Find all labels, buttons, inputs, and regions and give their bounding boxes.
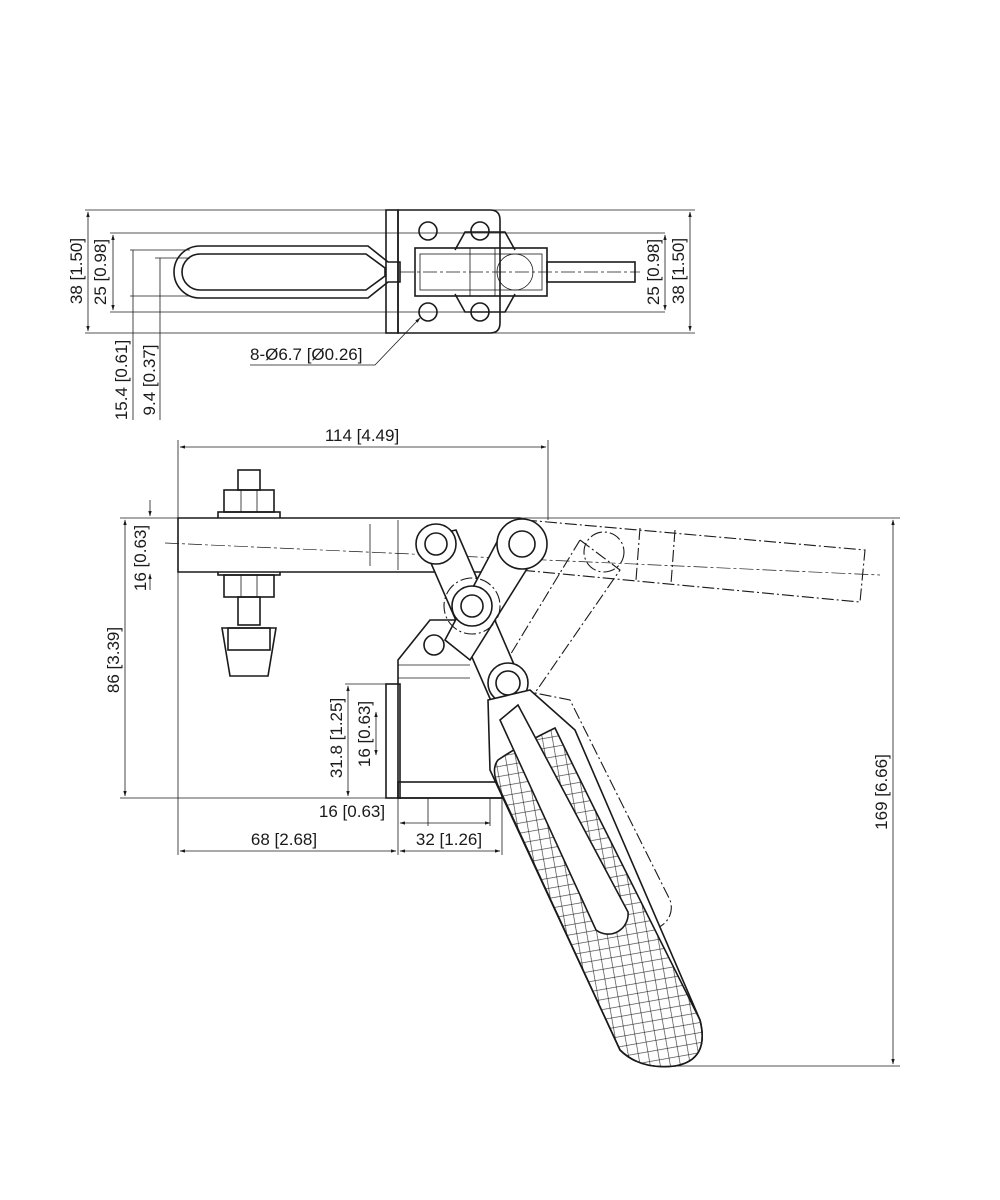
dim-bolt-holes: 8-Ø6.7 [Ø0.26] bbox=[250, 345, 362, 364]
dim-25-right: 25 [0.98] bbox=[644, 239, 663, 305]
top-handle-outer bbox=[173, 245, 401, 299]
phantom-bar bbox=[519, 519, 866, 603]
bolt-hole-icon bbox=[418, 302, 438, 322]
dim-16-flange: 16 [0.63] bbox=[355, 701, 374, 767]
dim-38-right: 38 [1.50] bbox=[669, 238, 688, 304]
dim-16-bar: 16 [0.63] bbox=[131, 525, 150, 591]
dim-169: 169 [6.66] bbox=[872, 754, 891, 830]
pivot-icon bbox=[415, 523, 457, 565]
pivot-icon bbox=[451, 585, 493, 627]
dim-32: 32 [1.26] bbox=[416, 830, 482, 849]
spindle-tip-hex bbox=[227, 627, 271, 651]
spindle-thread-bottom bbox=[237, 596, 261, 626]
spindle-thread-top bbox=[237, 469, 261, 491]
base-flange bbox=[385, 683, 401, 799]
dim-38-left: 38 [1.50] bbox=[67, 238, 86, 304]
side-view bbox=[120, 440, 900, 1068]
dim-25-left: 25 [0.98] bbox=[91, 239, 110, 305]
base-hole-icon bbox=[423, 634, 445, 656]
bolt-hole-icon bbox=[418, 221, 438, 241]
hole-callout-leader bbox=[250, 317, 421, 366]
spindle-nut-bottom bbox=[223, 574, 275, 598]
top-handle-inner bbox=[181, 253, 386, 291]
dim-31-8: 31.8 [1.25] bbox=[327, 698, 346, 778]
dim-15-4: 15.4 [0.61] bbox=[112, 340, 131, 420]
spindle-rubber-tip bbox=[221, 627, 277, 677]
dim-68: 68 [2.68] bbox=[251, 830, 317, 849]
top-base-plate bbox=[397, 209, 501, 334]
dim-114: 114 [4.49] bbox=[325, 426, 399, 445]
top-view bbox=[85, 209, 695, 420]
top-link-bracket-top bbox=[454, 231, 516, 251]
dim-86: 86 [3.39] bbox=[104, 627, 123, 693]
bolt-hole-icon bbox=[470, 221, 490, 241]
pivot-icon bbox=[496, 518, 548, 570]
spindle-nut-top bbox=[223, 489, 275, 513]
dim-16-base: 16 [0.63] bbox=[319, 802, 385, 821]
dim-9-4: 9.4 [0.37] bbox=[140, 345, 159, 416]
handle-slot bbox=[499, 703, 629, 935]
top-base-flange bbox=[385, 209, 399, 334]
top-link-bracket-bottom bbox=[454, 293, 516, 313]
